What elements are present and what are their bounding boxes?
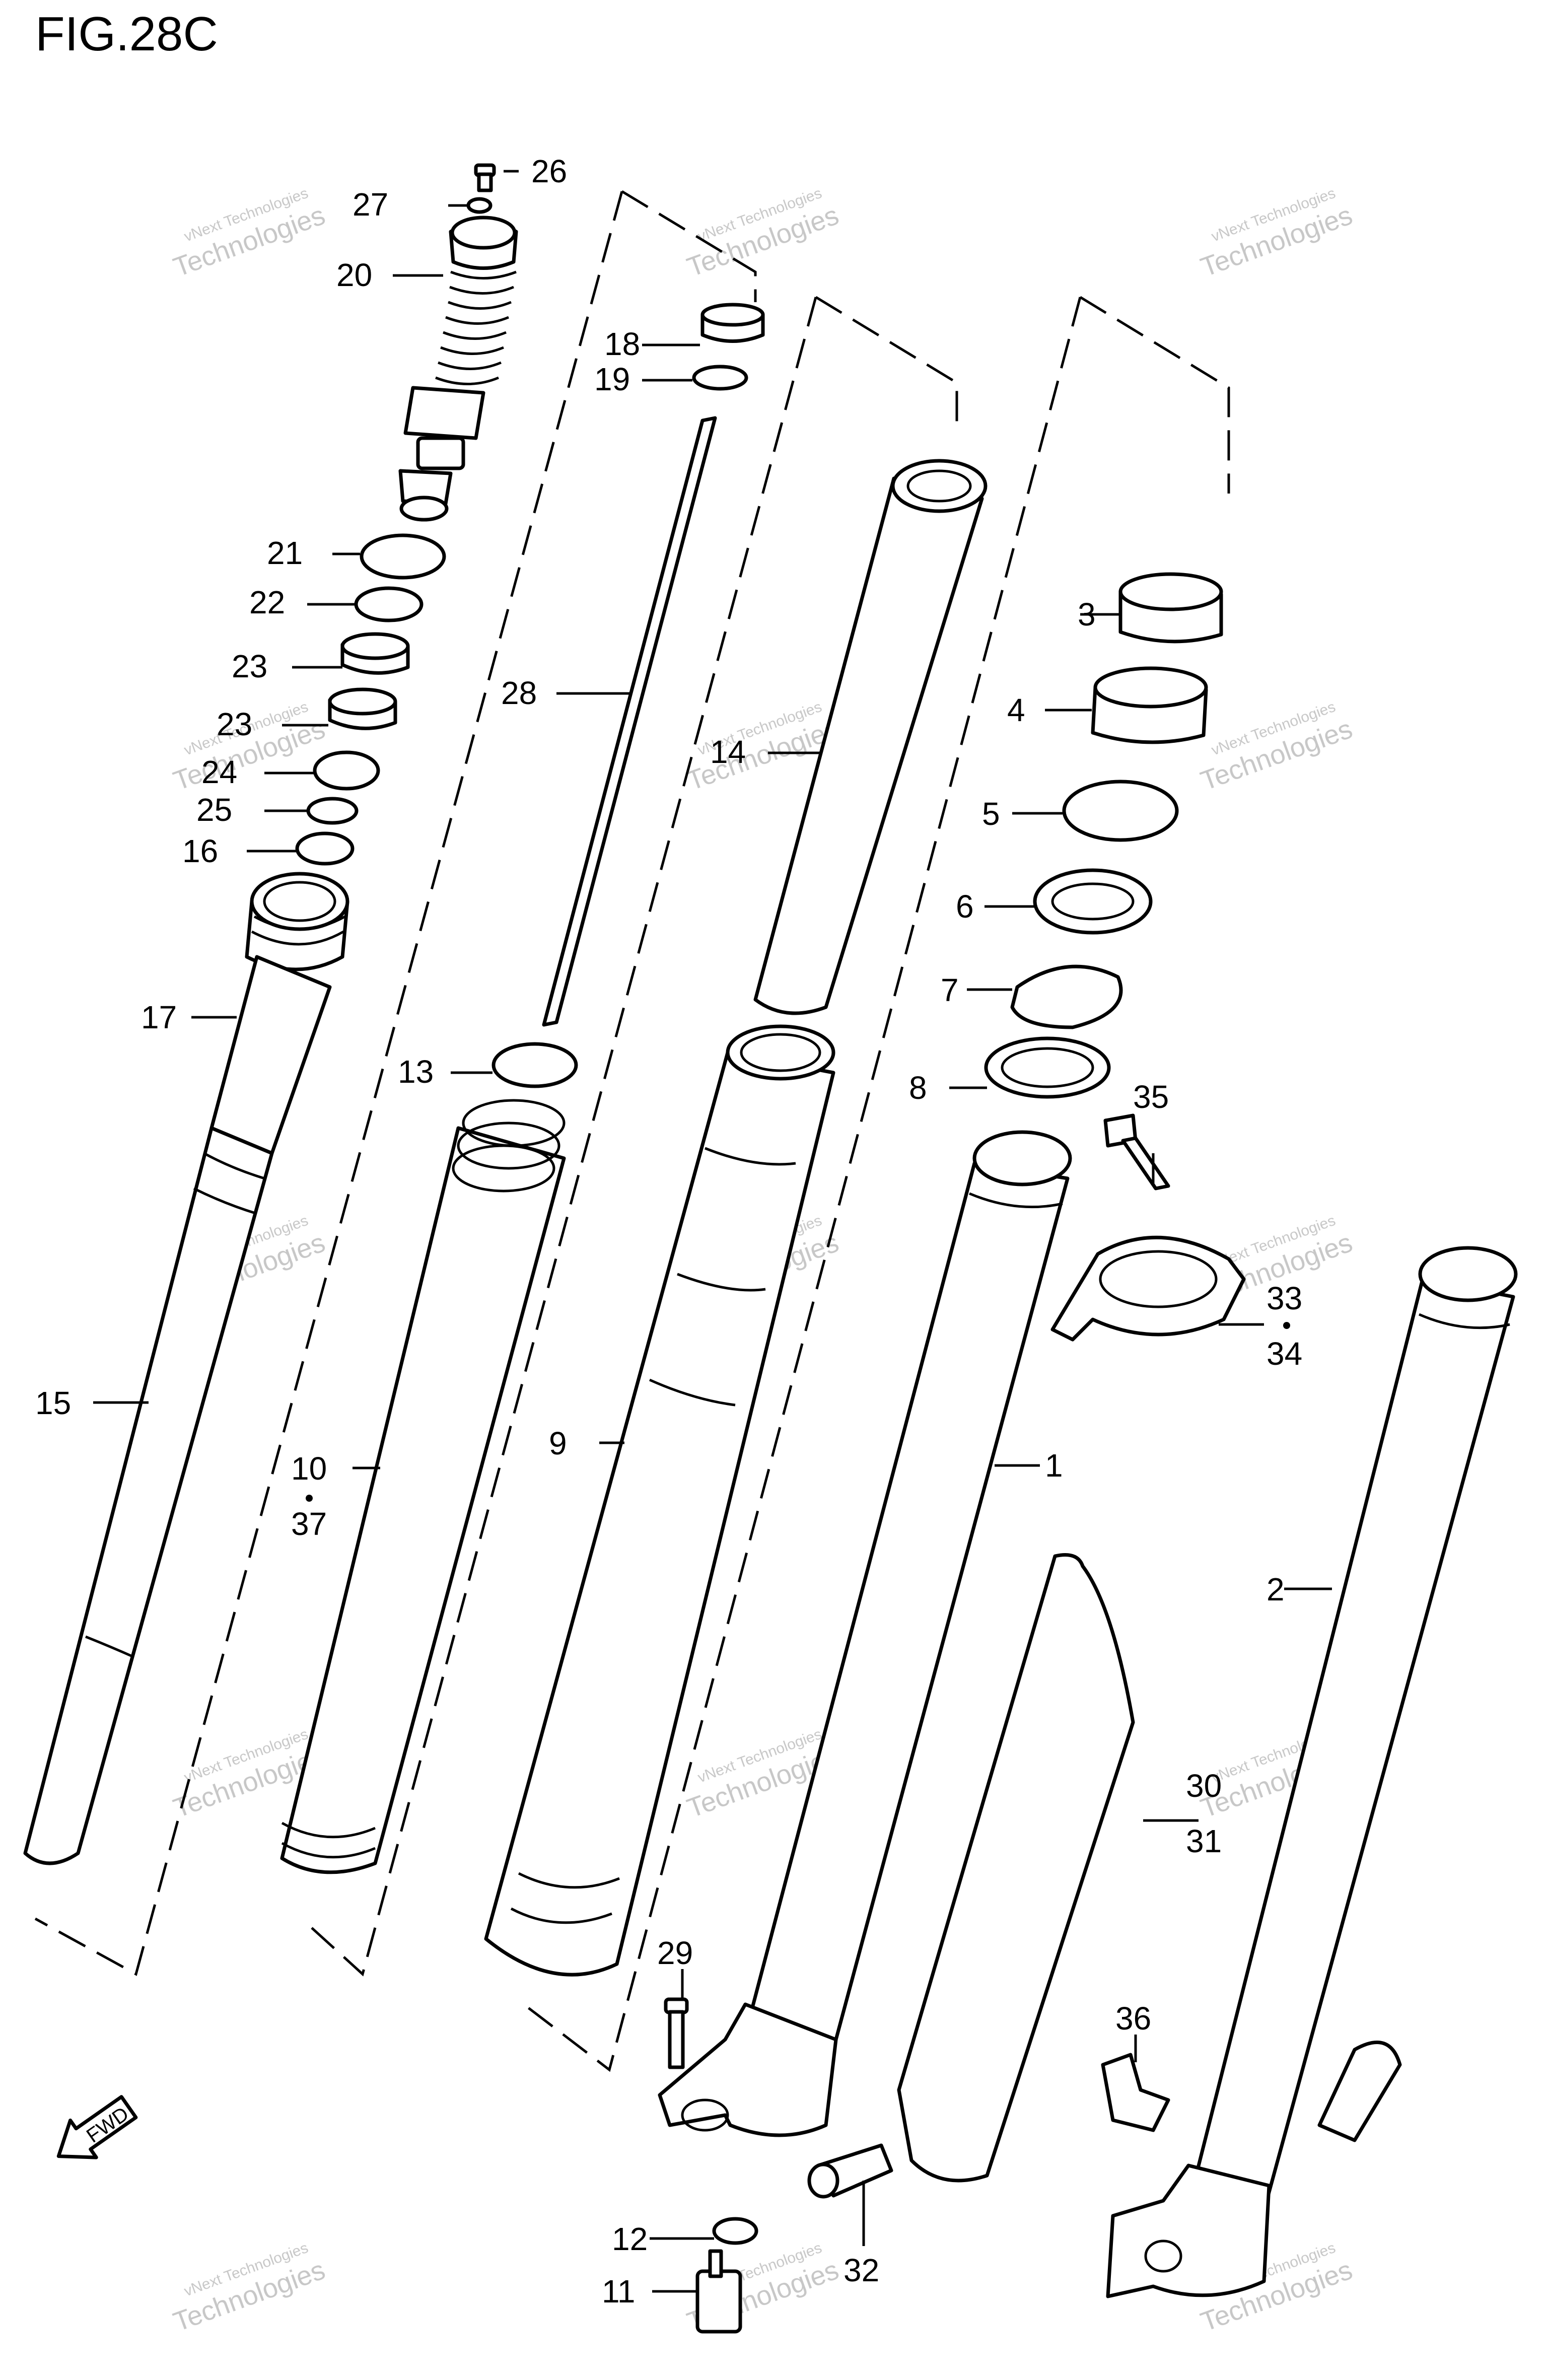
part-35-bolt — [1103, 1113, 1170, 1191]
callout-label: 26 — [531, 153, 567, 189]
part-22-ring — [354, 586, 424, 622]
callout-label: 37 — [291, 1506, 327, 1542]
part-8-dust-seal — [984, 1036, 1111, 1099]
callout-label: 33 — [1267, 1280, 1302, 1316]
part-18-bushing — [700, 303, 765, 343]
part-29-bolt — [664, 1997, 689, 2069]
part-1-fork-leg — [658, 1130, 1072, 2137]
watermark: vNext Technologies Technologies — [170, 185, 329, 283]
callout-label: 28 — [501, 675, 537, 711]
callout-label: 27 — [353, 186, 388, 223]
callout-label: 23 — [232, 648, 267, 684]
part-10-spring — [280, 1099, 566, 1874]
part-28-rod — [542, 416, 717, 1027]
callout-dots — [306, 1322, 1290, 1502]
callout-labels: 26 27 20 18 19 21 22 23 23 24 25 16 17 1… — [35, 153, 1302, 2309]
callout-label: 30 — [1186, 1768, 1222, 1804]
callout-label: 11 — [602, 2273, 635, 2309]
watermark: vNext Technologies Technologies — [170, 2239, 329, 2338]
part-23-split-ring — [340, 632, 410, 675]
part-9-inner-tube — [484, 1024, 835, 1977]
part-20-damper-assembly — [398, 216, 518, 522]
callout-label: 16 — [182, 833, 218, 869]
part-15-cartridge-tube — [23, 1126, 274, 1865]
part-13-ring — [491, 1042, 578, 1088]
fwd-arrow: FWD — [56, 2095, 138, 2159]
callout-label: 14 — [710, 734, 746, 770]
watermark: vNext Technologies Technologies — [1197, 185, 1357, 283]
callout-label: 4 — [1007, 692, 1025, 728]
part-5-washer — [1062, 780, 1179, 842]
callout-label: 12 — [612, 2221, 648, 2257]
leader-lines — [93, 170, 1332, 2293]
callout-label: 3 — [1078, 596, 1096, 633]
callout-label: 5 — [982, 796, 1000, 832]
callout-label: 10 — [291, 1450, 327, 1487]
callout-label: 29 — [657, 1935, 693, 1971]
callout-label: 35 — [1133, 1079, 1169, 1115]
callout-label: 34 — [1267, 1336, 1302, 1372]
part-27-washer — [466, 197, 493, 214]
callout-label: 1 — [1045, 1447, 1063, 1484]
callout-label: 15 — [35, 1385, 71, 1421]
watermark: vNext Technologies Technologies — [683, 185, 843, 283]
part-32-bolt — [807, 2143, 893, 2199]
part-25-ring — [306, 797, 359, 825]
assembly-brackets — [34, 190, 1230, 2072]
part-12-washer — [712, 2217, 758, 2245]
part-11-drain-bolt — [695, 2249, 742, 2334]
callout-label: 20 — [336, 257, 372, 293]
callout-label: 13 — [398, 1054, 434, 1090]
part-33-clamp — [1050, 1235, 1246, 1342]
callout-label: 23 — [217, 706, 252, 742]
part-14-outer-tube — [753, 459, 988, 1015]
part-6-oil-seal — [1033, 868, 1153, 935]
part-17-cartridge-head — [209, 872, 349, 1155]
part-4-bushing — [1091, 666, 1208, 744]
callout-label: 25 — [196, 792, 232, 828]
watermark: vNext Technologies Technologies — [1197, 698, 1357, 797]
callout-label: 9 — [549, 1425, 567, 1461]
part-21-ring — [360, 533, 446, 580]
callout-label: 22 — [249, 584, 285, 620]
part-7-clip — [1010, 964, 1123, 1029]
part-3-bushing — [1118, 572, 1223, 644]
figure-title: FIG.28C — [35, 7, 218, 61]
callout-label: 32 — [843, 2252, 879, 2288]
callout-label: 31 — [1186, 1823, 1222, 1859]
part-36-bracket — [1101, 2053, 1170, 2132]
part-2-fork-leg — [1106, 1246, 1518, 2298]
callout-label: 6 — [956, 888, 974, 925]
callout-label: 19 — [594, 361, 630, 397]
callout-label: 2 — [1267, 1571, 1285, 1607]
callout-label: 21 — [267, 535, 303, 571]
part-19-circlip — [692, 365, 748, 391]
callout-label: 18 — [604, 326, 640, 362]
callout-label: 24 — [201, 754, 237, 790]
part-24-ring — [313, 750, 380, 791]
callout-label: 7 — [941, 972, 959, 1008]
part-23-split-ring — [328, 687, 397, 730]
callout-label: 36 — [1115, 2000, 1151, 2037]
part-26-screw — [474, 163, 496, 192]
callout-label: 8 — [909, 1070, 927, 1106]
callout-label: 17 — [141, 999, 177, 1035]
part-30-fork-guard — [897, 1553, 1135, 2183]
part-16-ring — [295, 831, 355, 866]
